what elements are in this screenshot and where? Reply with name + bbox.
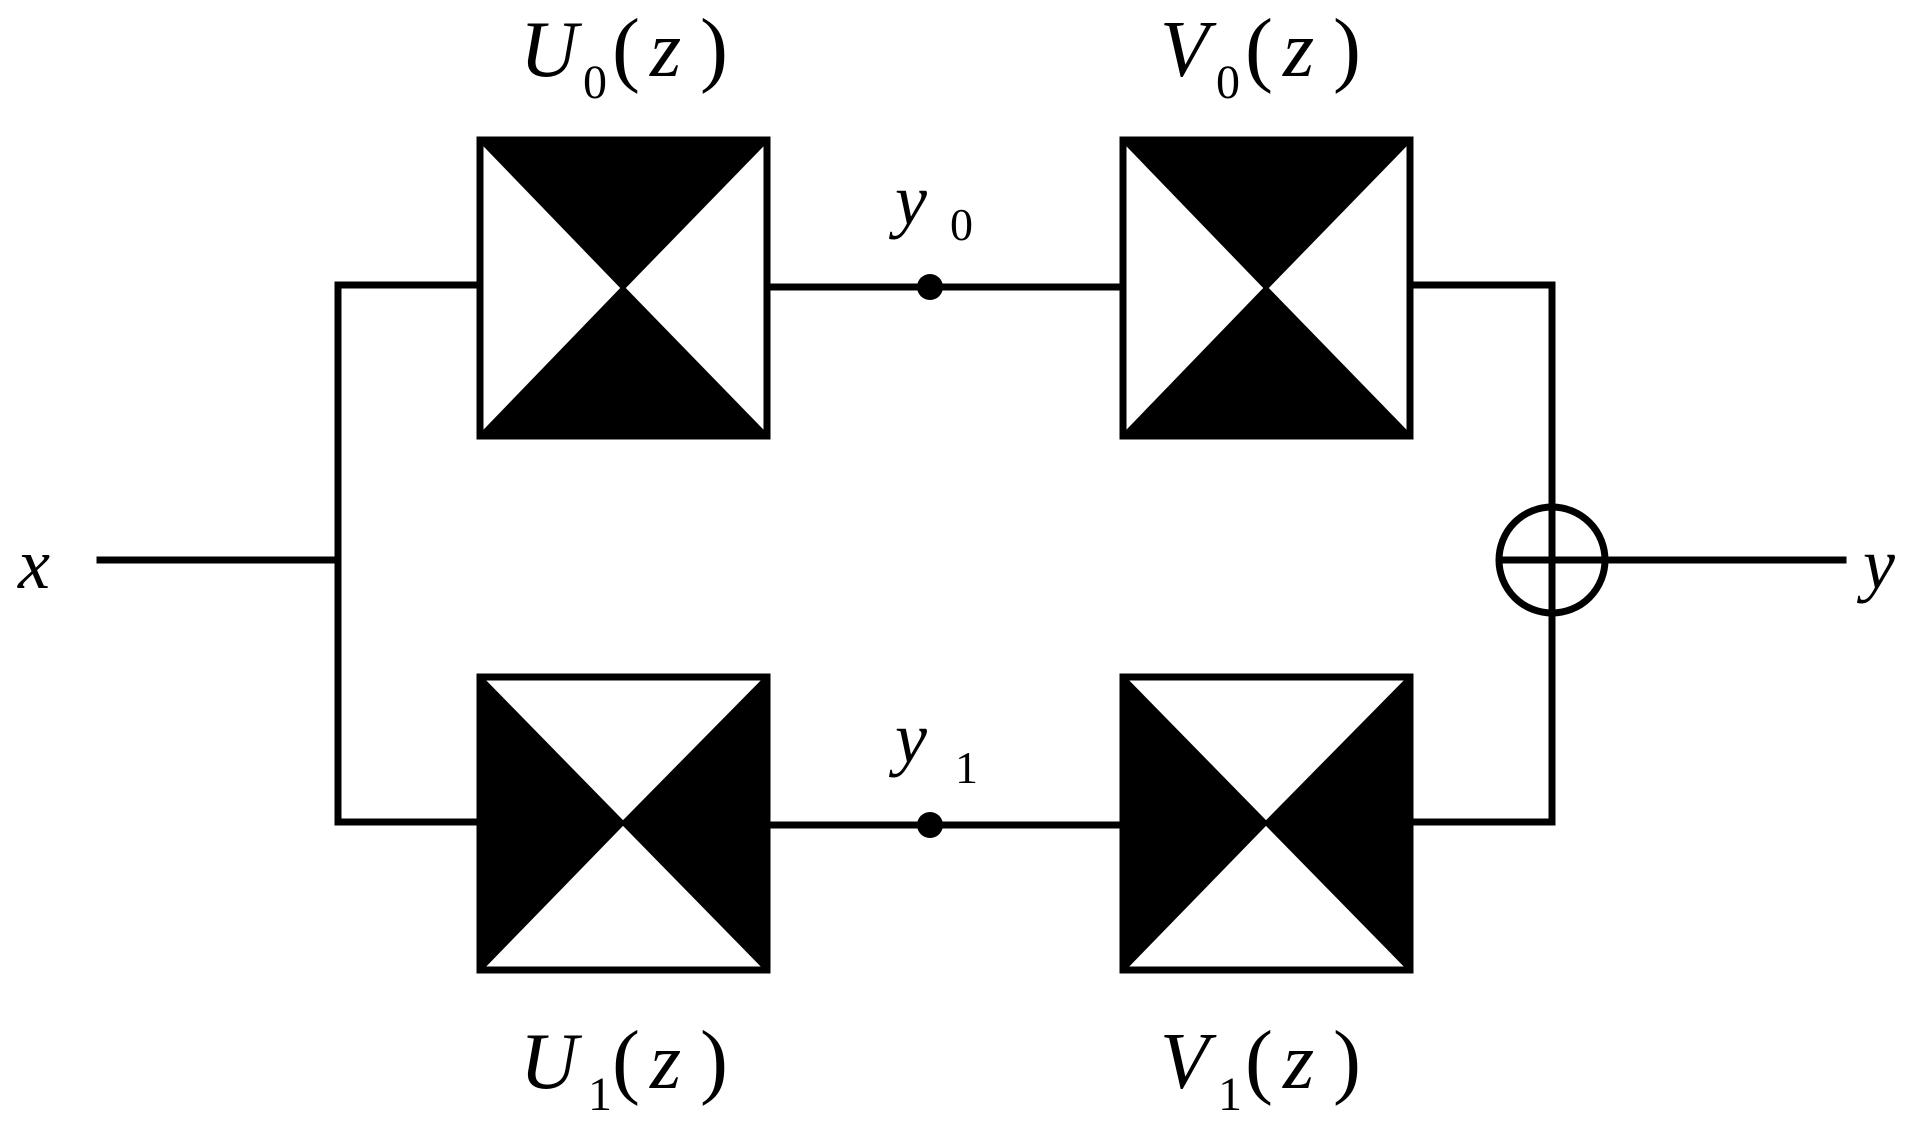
u1-right-fill [620,676,765,971]
v1-label: V 1 ( z ) [1160,1014,1361,1121]
svg-text:1: 1 [1218,1068,1242,1121]
u1-left-fill [482,676,626,971]
v0-block [1119,136,1414,440]
svg-text:): ) [1333,1014,1361,1107]
y1-node-dot [917,812,943,838]
svg-text:z: z [649,6,681,94]
y0-label: y 0 [888,160,973,250]
svg-text:z: z [1282,1018,1314,1106]
v1-left-fill [1125,676,1269,971]
svg-text:1: 1 [588,1068,612,1121]
u0-block [476,136,771,440]
svg-text:z: z [649,1018,681,1106]
v0-label: V 0 ( z ) [1160,2,1361,109]
svg-text:U: U [520,1018,583,1106]
svg-text:V: V [1160,6,1217,94]
lower-return-wire [1406,556,1556,826]
u1-block [476,673,771,974]
u0-bottom-fill [479,285,768,434]
svg-text:(: ( [612,2,640,95]
u1-label: U 1 ( z ) [520,1014,728,1121]
svg-text:0: 0 [950,199,973,250]
output-label: y [1856,524,1895,604]
summing-junction-icon [1495,503,1609,617]
svg-text:y: y [888,160,927,240]
svg-text:V: V [1160,1018,1217,1106]
svg-text:(: ( [1245,1014,1273,1107]
upper-return-wire [1406,281,1556,564]
y0-node-dot [917,274,943,300]
v1-block [1119,673,1414,974]
v1-right-fill [1263,676,1408,971]
u0-label: U 0 ( z ) [520,2,728,109]
y1-label: y 1 [888,698,978,793]
svg-text:): ) [1333,2,1361,95]
svg-text:1: 1 [955,742,978,793]
svg-text:U: U [520,6,583,94]
u0-top-fill [479,142,768,291]
v0-top-fill [1122,142,1411,291]
svg-text:(: ( [612,1014,640,1107]
svg-text:0: 0 [1216,56,1240,109]
v0-bottom-fill [1122,285,1411,434]
input-label: x [17,524,50,604]
svg-text:0: 0 [583,56,607,109]
svg-text:(: ( [1245,2,1273,95]
svg-text:): ) [700,2,728,95]
svg-text:z: z [1282,6,1314,94]
svg-text:y: y [888,698,927,778]
svg-text:): ) [700,1014,728,1107]
